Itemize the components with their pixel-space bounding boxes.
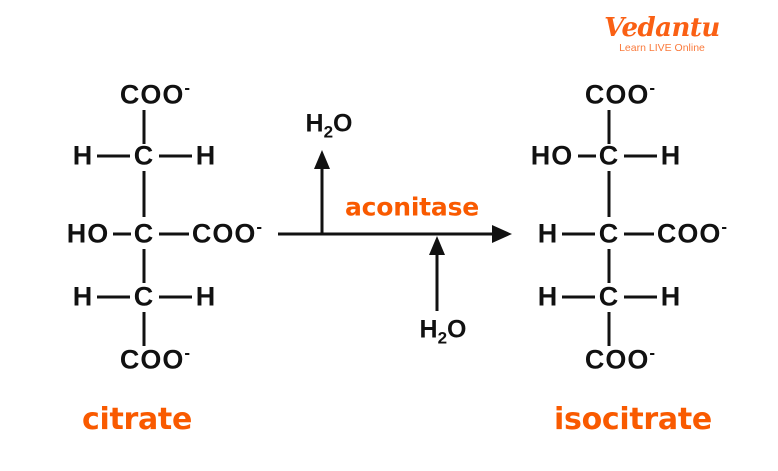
- isocitrate-bond-c1-c2: [607, 110, 611, 144]
- isocitrate-c2-hydroxyl: HO: [530, 140, 574, 171]
- reaction-arrow-head: [492, 225, 512, 243]
- isocitrate-c2-right-h: H: [660, 140, 682, 171]
- citrate-bond-c2-c3: [142, 171, 146, 217]
- isocitrate-bond-c2-c3: [607, 171, 611, 217]
- isocitrate-c3: C: [598, 218, 620, 249]
- isocitrate-bond-c2-oh: [578, 154, 596, 158]
- citrate-c3-hydroxyl: HO: [66, 218, 110, 249]
- logo-tagline: Learn LIVE Online: [619, 42, 705, 54]
- reaction-arrow-shaft: [278, 232, 492, 236]
- water-released-label: H2O: [305, 109, 353, 142]
- citrate-c4-left-h: H: [72, 281, 94, 312]
- reactant-caption: citrate: [81, 402, 193, 437]
- isocitrate-top-carboxyl: COO-: [584, 78, 656, 110]
- citrate-c3: C: [133, 218, 155, 249]
- water-release-arrow-shaft: [320, 168, 324, 234]
- vedantu-logo: Vedantu Learn LIVE Online: [604, 14, 720, 60]
- citrate-c2-left-h: H: [72, 140, 94, 171]
- citrate-bond-c4-h-left: [97, 295, 130, 299]
- citrate-bond-c2-h-left: [97, 154, 130, 158]
- water-added-arrow-head: [429, 236, 445, 255]
- citrate-c4-right-h: H: [195, 281, 217, 312]
- citrate-bond-c3-c4: [142, 249, 146, 283]
- isocitrate-c3-carboxyl: COO-: [656, 217, 728, 249]
- citrate-c4: C: [133, 281, 155, 312]
- water-release-arrow-head: [314, 150, 330, 169]
- water-added-label: H2O: [419, 315, 467, 348]
- citrate-c2: C: [133, 140, 155, 171]
- isocitrate-bond-c2-h: [624, 154, 657, 158]
- logo-wordmark: Vedantu: [604, 13, 720, 43]
- isocitrate-bond-c4-h-right: [624, 295, 657, 299]
- citrate-bond-c4-c5: [142, 312, 146, 346]
- citrate-top-carboxyl: COO-: [119, 78, 191, 110]
- isocitrate-bond-c4-h-left: [562, 295, 595, 299]
- product-caption: isocitrate: [554, 402, 712, 437]
- isocitrate-c2: C: [598, 140, 620, 171]
- isocitrate-bond-c3-carboxyl: [624, 232, 654, 236]
- citrate-bond-c3-oh: [113, 232, 131, 236]
- isocitrate-bond-c3-c4: [607, 249, 611, 283]
- isocitrate-bond-c3-h: [562, 232, 595, 236]
- isocitrate-bottom-carboxyl: COO-: [584, 343, 656, 375]
- citrate-bottom-carboxyl: COO-: [119, 343, 191, 375]
- citrate-bond-c4-h-right: [159, 295, 192, 299]
- isocitrate-c4-left-h: H: [537, 281, 559, 312]
- isocitrate-c3-left-h: H: [537, 218, 559, 249]
- isocitrate-c4: C: [598, 281, 620, 312]
- citrate-bond-c2-h-right: [159, 154, 192, 158]
- citrate-c3-carboxyl: COO-: [191, 217, 263, 249]
- citrate-bond-c1-c2: [142, 110, 146, 144]
- enzyme-label: aconitase: [344, 192, 480, 222]
- isocitrate-bond-c4-c5: [607, 312, 611, 346]
- water-added-arrow-shaft: [435, 253, 439, 311]
- citrate-c2-right-h: H: [195, 140, 217, 171]
- citrate-bond-c3-carboxyl: [159, 232, 189, 236]
- isocitrate-c4-right-h: H: [660, 281, 682, 312]
